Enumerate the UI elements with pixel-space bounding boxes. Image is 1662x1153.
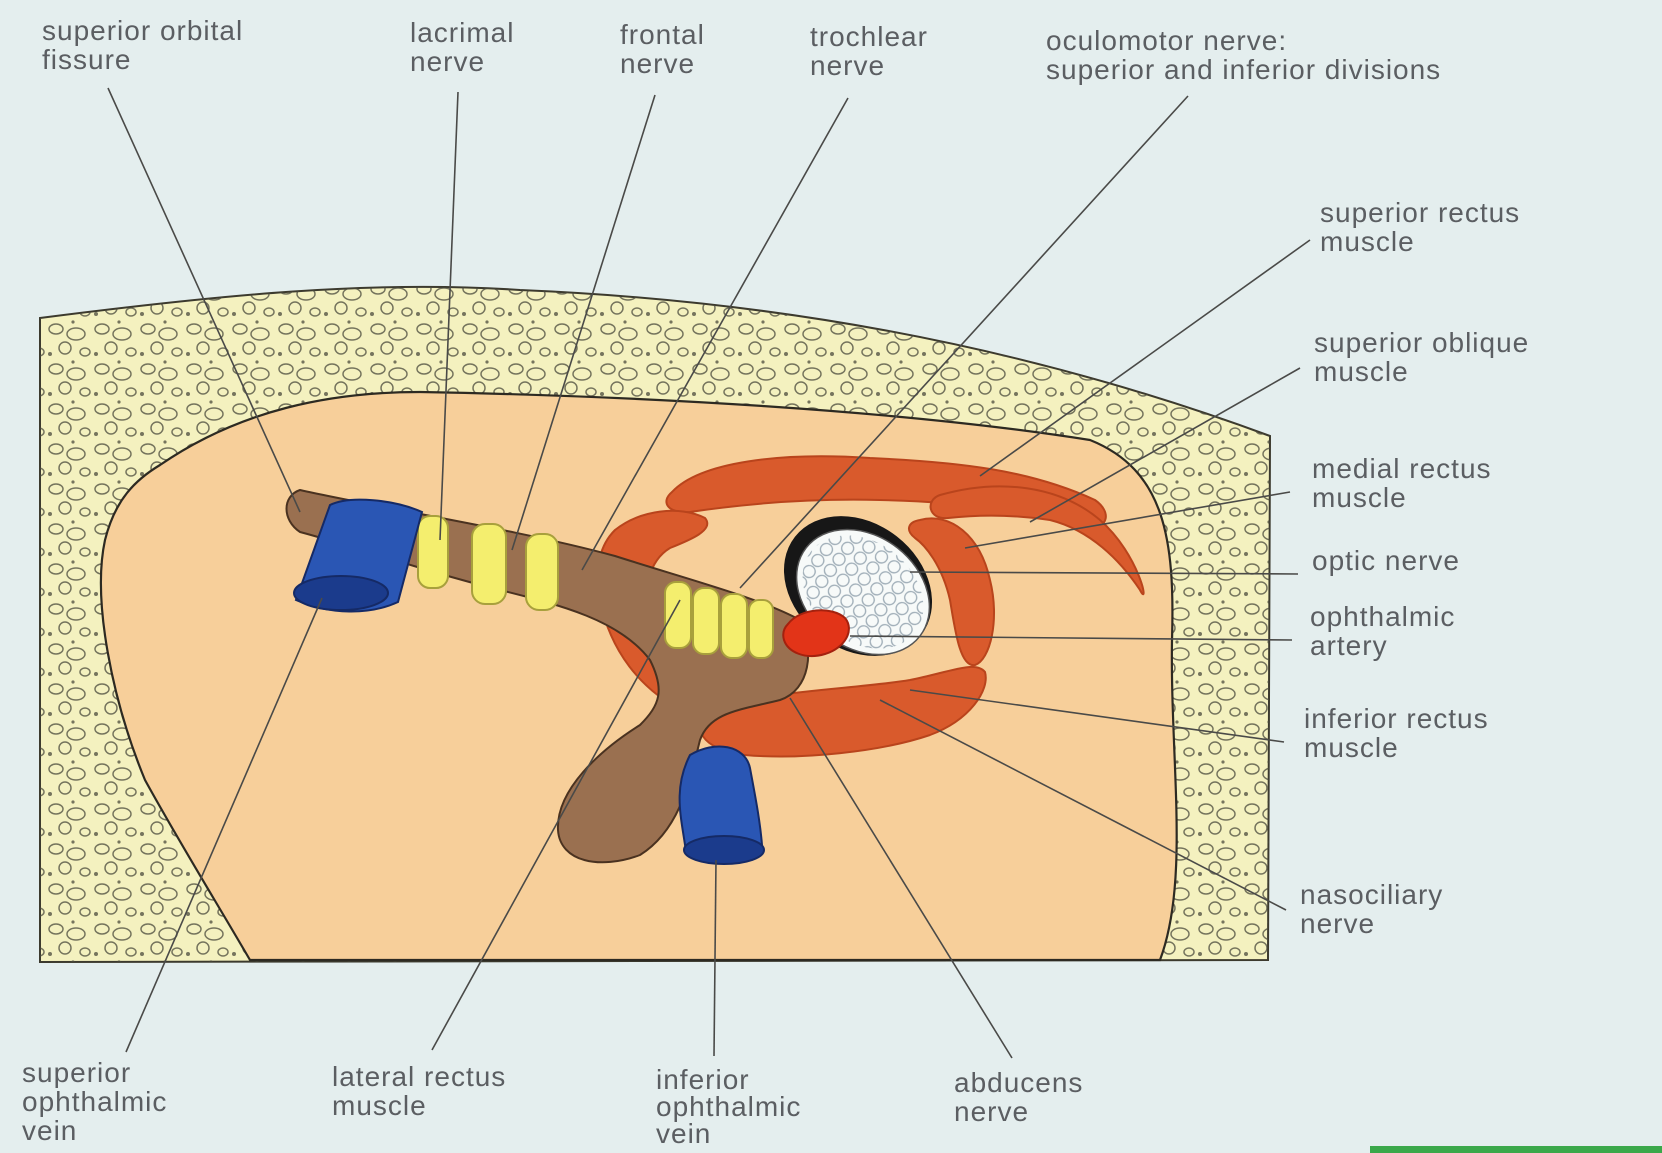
frontal-nerve-band [472,524,506,604]
label-optic-nerve: optic nerve [1312,546,1460,575]
trochlear-nerve-band [526,534,558,610]
lacrimal-nerve-band [418,516,448,588]
label-oculomotor-nerve: oculomotor nerve:superior and inferior d… [1046,26,1441,84]
corner-accent-bar [1370,1146,1662,1153]
